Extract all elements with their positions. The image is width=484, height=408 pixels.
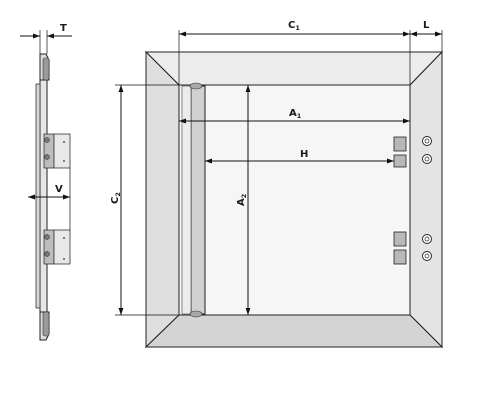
hinge-upper (43, 133, 71, 169)
dim-label-C1: C1 (288, 20, 300, 32)
side-frame-profile (39, 79, 48, 313)
frame-top (144, 51, 444, 86)
dim-label-C2: C2 (110, 192, 122, 204)
side-bottom-latch (42, 311, 50, 337)
dim-label-A1: A1 (289, 108, 302, 120)
lock-lower (393, 231, 432, 265)
hinge-lower (43, 229, 71, 265)
dim-label-A2: A2 (236, 194, 248, 206)
hinge-bar (190, 85, 206, 315)
frame-right (409, 50, 443, 349)
door-panel (178, 84, 411, 316)
dim-label-L: L (423, 20, 430, 31)
frame-bottom (144, 314, 444, 348)
dim-label-V: V (55, 184, 63, 195)
dim-label-T: T (60, 23, 67, 34)
dim-label-H: H (300, 149, 308, 160)
side-view: T V (20, 23, 72, 341)
side-panel-profile (35, 83, 41, 309)
side-top-latch (42, 57, 50, 81)
frame-left (145, 50, 180, 349)
front-view: C1 L C2 A1 H A2 (110, 20, 444, 349)
lock-upper (393, 136, 432, 168)
